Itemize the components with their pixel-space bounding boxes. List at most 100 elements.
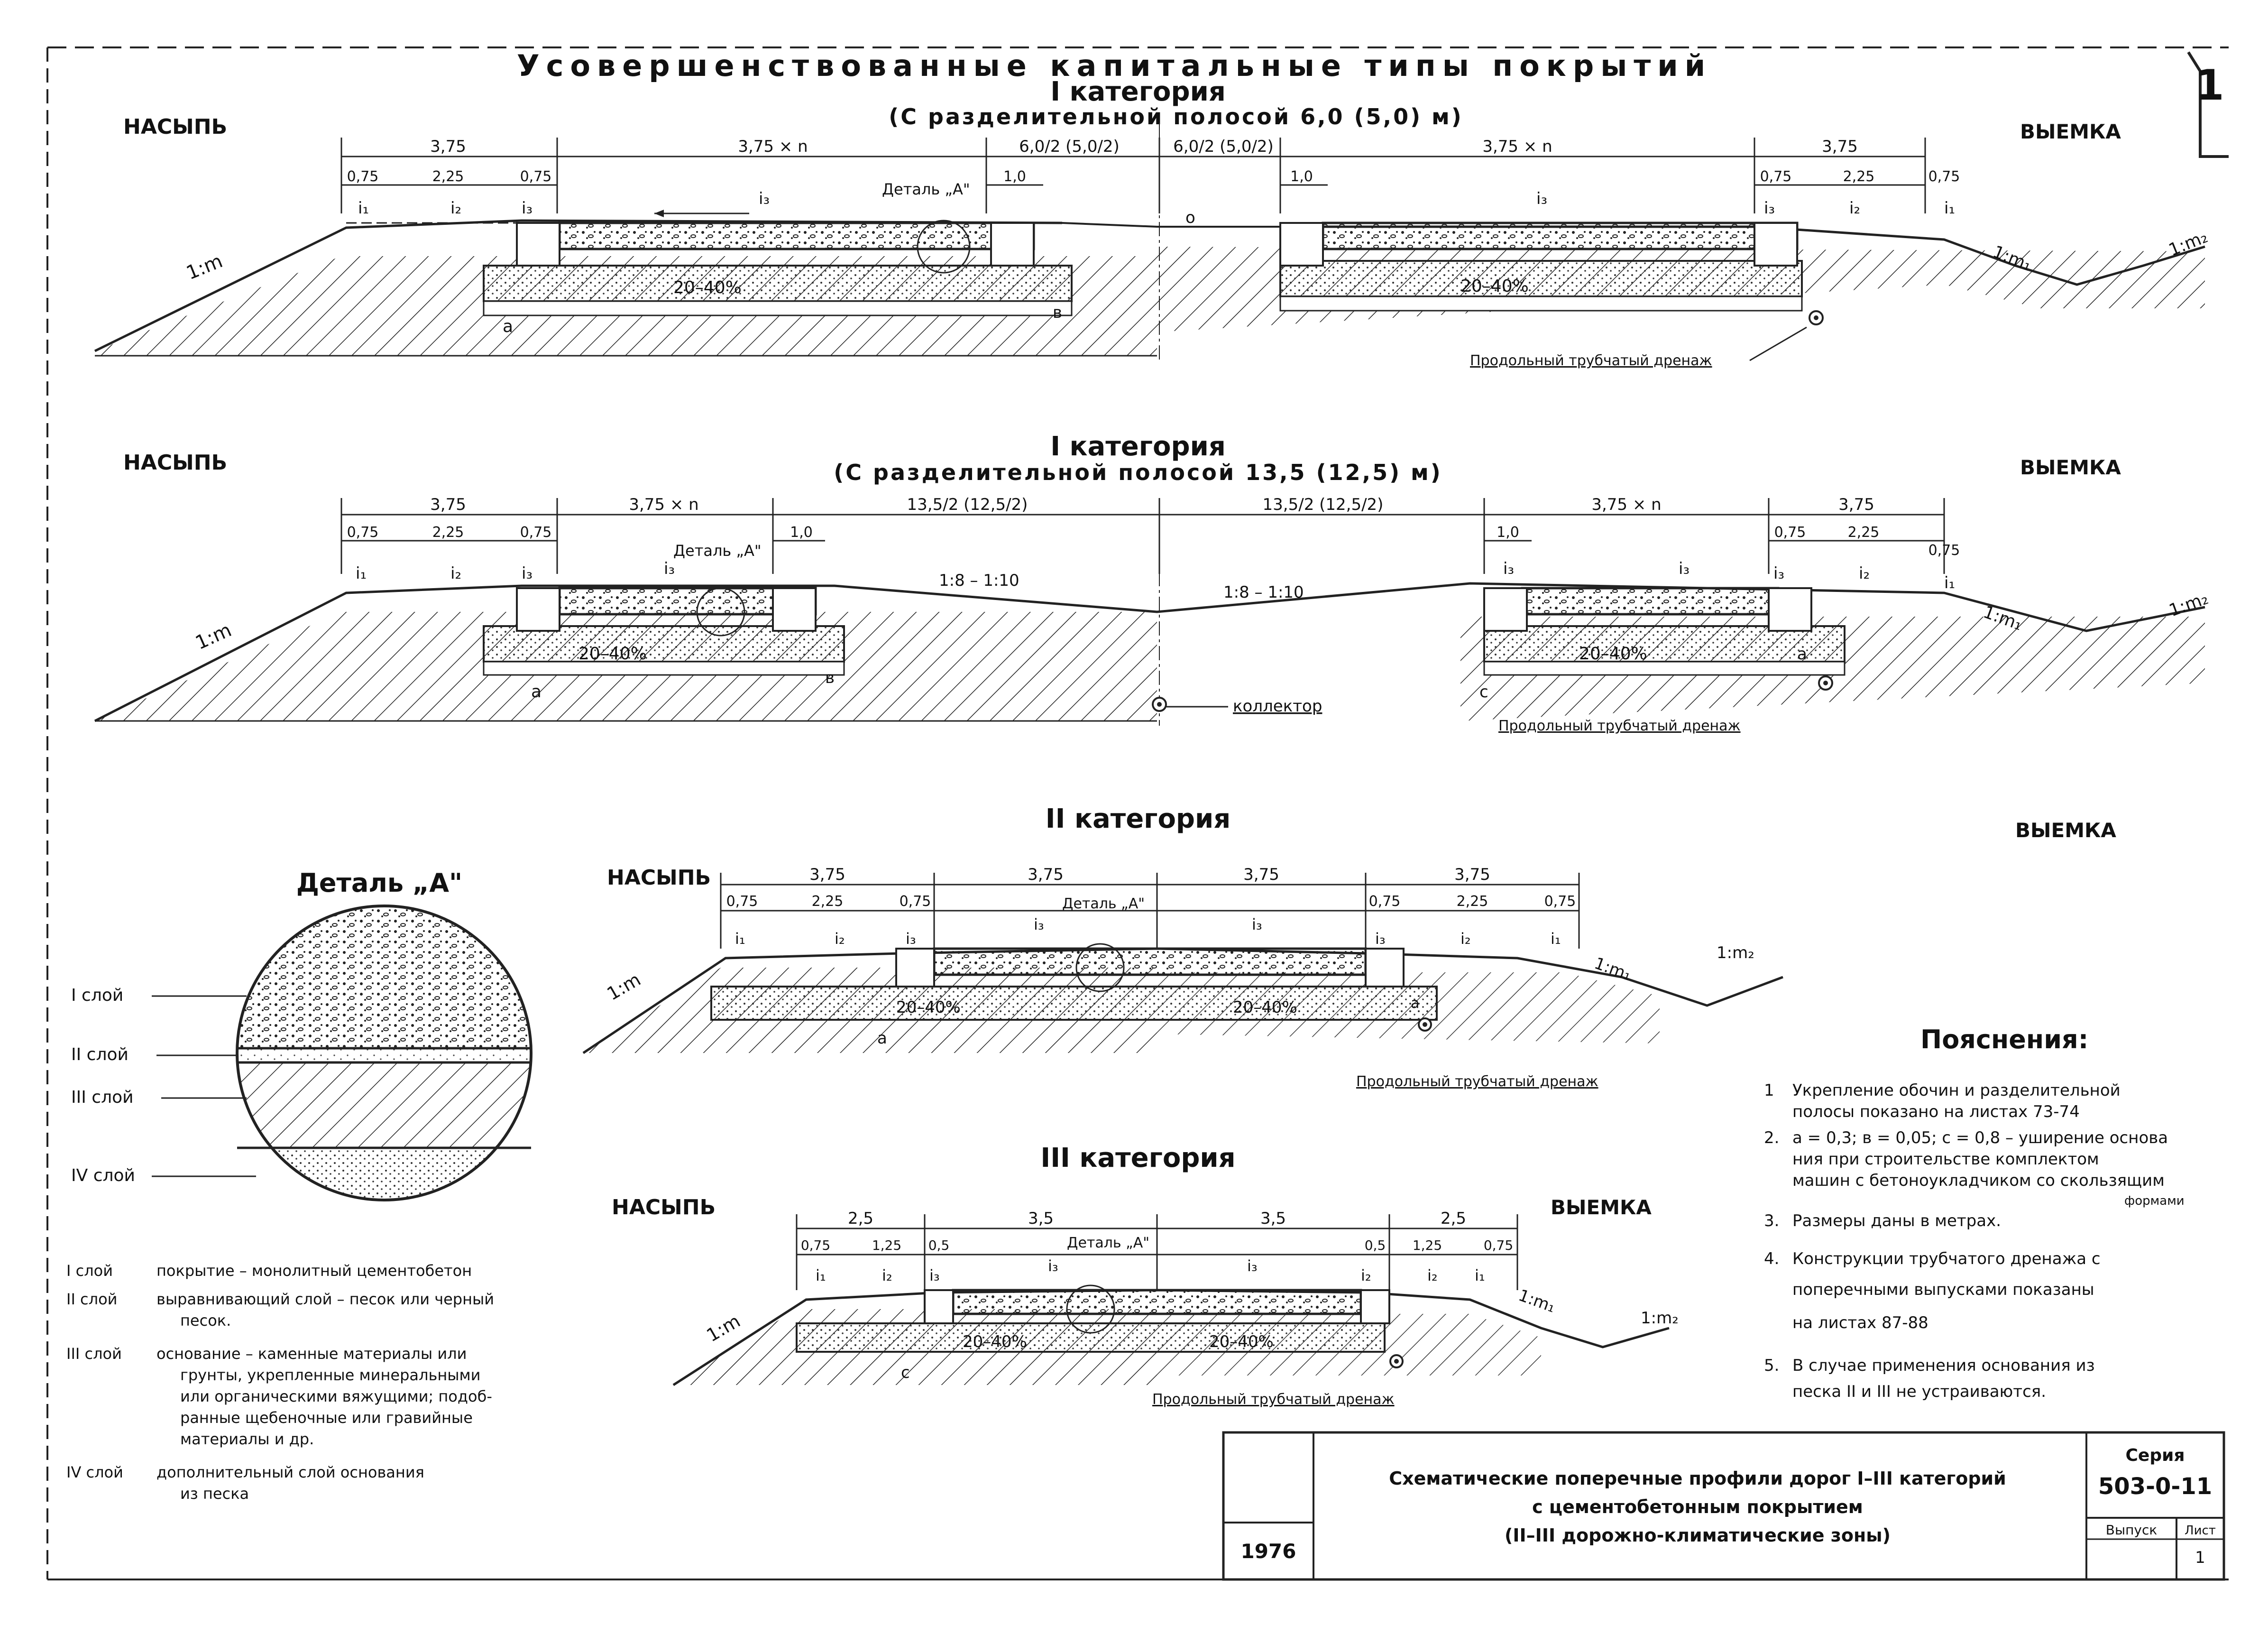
main-title: Усовершенствованные капитальные типы пок…: [517, 48, 1712, 83]
mix-label: 20–40%: [578, 644, 647, 664]
profile-2: I категория (С разделительной полосой 13…: [94, 431, 2211, 734]
note-number: 5.: [1764, 1356, 1779, 1375]
dim-sub: 1,0: [1290, 168, 1313, 185]
drain-label: Продольный трубчатый дренаж: [1498, 718, 1741, 734]
a-label: a: [503, 317, 513, 336]
mix-label: 20–40%: [1209, 1332, 1274, 1351]
slope-label: 1:m₂: [2167, 589, 2211, 620]
pavement-slab: [952, 1289, 1362, 1315]
dim-sub: 0,75: [1928, 168, 1960, 185]
detail-a: Деталь „А" I слой II слой III слой IV сл…: [71, 868, 533, 1201]
shoulder-edge-block: [516, 222, 560, 267]
a-label: a: [877, 1029, 887, 1048]
base-layer: [710, 986, 1438, 1021]
dim-sub: 2,25: [812, 893, 844, 910]
fill-label: НАСЫПЬ: [612, 1195, 716, 1219]
dim-sub: 0,75: [1774, 524, 1806, 541]
note-line: Укрепление обочин и разделительной: [1792, 1081, 2121, 1100]
dim-sub: 0,5: [1365, 1237, 1386, 1253]
a-label: a: [531, 682, 542, 702]
profile-2-subheading: (С разделительной полосой 13,5 (12,5) м): [834, 460, 1442, 485]
detail-a-callout: Деталь „А": [1062, 896, 1145, 912]
dim-sub: 0,75: [1928, 542, 1960, 559]
profile-3: II категория НАСЫПЬ ВЫЕМКА 20–40% 20–40%…: [582, 803, 2116, 1090]
legend-key: II слой: [66, 1290, 117, 1308]
i1-label: i₁: [816, 1266, 826, 1284]
dim-top: 2,5: [1441, 1209, 1466, 1228]
drain-label: Продольный трубчатый дренаж: [1356, 1073, 1598, 1090]
base-layer: [796, 1322, 1386, 1353]
dimension-top: [340, 138, 1926, 213]
dim-top: 3,75: [1838, 495, 1874, 514]
legend-key: I слой: [66, 1262, 113, 1280]
shoulder-edge-block: [1483, 587, 1528, 632]
dim-top: 3,75 × n: [629, 495, 698, 514]
dim-top: 3,75 × n: [1591, 495, 1661, 514]
i3-label: i₃: [522, 199, 533, 218]
fill-label: НАСЫПЬ: [607, 866, 711, 890]
dim-top: 3,75 × n: [1482, 137, 1552, 156]
dim-sub: 0,75: [520, 168, 552, 185]
slope-label: 1:m₁: [1592, 954, 1634, 985]
dim-top: 13,5/2 (12,5/2): [1263, 495, 1384, 514]
sand-layer: [483, 300, 1073, 316]
dimension-top: [796, 1214, 1518, 1290]
sheet-value: 1: [2195, 1548, 2205, 1567]
i1-label: i₁: [1475, 1266, 1485, 1284]
base-layer: [483, 265, 1073, 302]
slope-label: 1:m: [192, 619, 235, 654]
i3-label: i₃: [1503, 559, 1514, 578]
fill-label: НАСЫПЬ: [123, 115, 227, 139]
shoulder-edge-block: [990, 222, 1035, 267]
dim-top: 3,75: [1822, 137, 1858, 156]
profile-1: I категория (С разделительной полосой 6,…: [94, 76, 2211, 369]
note-line: песка II и III не устраиваются.: [1792, 1382, 2046, 1401]
base-layer: [1483, 625, 1846, 663]
note-number: 1: [1764, 1081, 1774, 1100]
dim-sub: 0,75: [1369, 893, 1401, 910]
mix-label: 20–40%: [963, 1332, 1027, 1351]
series-label: Серия: [2126, 1446, 2185, 1465]
pavement-slab: [933, 947, 1367, 976]
i3-label: i₃: [664, 559, 675, 578]
slope-label: 1:m₂: [1717, 943, 1754, 962]
slope-label: 1:m: [703, 1311, 744, 1346]
legend-text: или органическими вяжущими; подоб-: [180, 1387, 492, 1405]
collector-label: коллектор: [1233, 697, 1322, 716]
shoulder-edge-block: [1768, 587, 1812, 632]
detail-title: Деталь „А": [296, 868, 462, 898]
c-label: c: [901, 1363, 910, 1382]
dim-sub: 0,5: [928, 1237, 950, 1253]
note-line: a = 0,3; в = 0,05; c = 0,8 – уширение ос…: [1792, 1128, 2168, 1147]
dim-sub: 0,75: [520, 524, 552, 541]
c-label: c: [1479, 683, 1488, 702]
detail-a-marker: [1066, 1284, 1115, 1334]
b-label: в: [825, 668, 835, 687]
notes-title: Пояснения:: [1920, 1025, 2088, 1054]
dim-sub: 2,25: [1843, 168, 1875, 185]
shoulder-edge-block: [516, 587, 560, 632]
note-number: 3.: [1764, 1211, 1779, 1230]
slope-label: 1:m₂: [1641, 1309, 1679, 1328]
note-number: 2.: [1764, 1128, 1779, 1147]
dim-sub: 0,75: [347, 168, 379, 185]
i3-label: i₃: [522, 564, 533, 583]
legend-text: из песка: [180, 1485, 249, 1503]
i1-label: i₁: [1944, 573, 1955, 592]
profile-1-heading: I категория: [1050, 76, 1226, 107]
sep-slope-label: 1:8 – 1:10: [939, 571, 1019, 590]
stamp-title-line: (II–III дорожно-климатические зоны): [1505, 1525, 1891, 1546]
profile-1-subheading: (С разделительной полосой 6,0 (5,0) м): [889, 104, 1463, 129]
dim-sub: 1,25: [872, 1237, 901, 1253]
dim-top: 3,75: [1454, 865, 1490, 884]
dim-top: 6,0/2 (5,0/2): [1173, 137, 1274, 156]
drain-label: Продольный трубчатый дренаж: [1470, 352, 1712, 369]
dim-sub: 0,75: [1760, 168, 1792, 185]
mix-label: 20–40%: [1579, 644, 1647, 664]
stamp-title-line: Схематические поперечные профили дорог I…: [1389, 1468, 2006, 1489]
slope-label: 1:m: [184, 250, 226, 284]
note-line: ния при строительстве комплектом: [1792, 1150, 2099, 1169]
sand-layer: [1483, 661, 1846, 676]
i2-label: i₂: [1427, 1266, 1438, 1284]
